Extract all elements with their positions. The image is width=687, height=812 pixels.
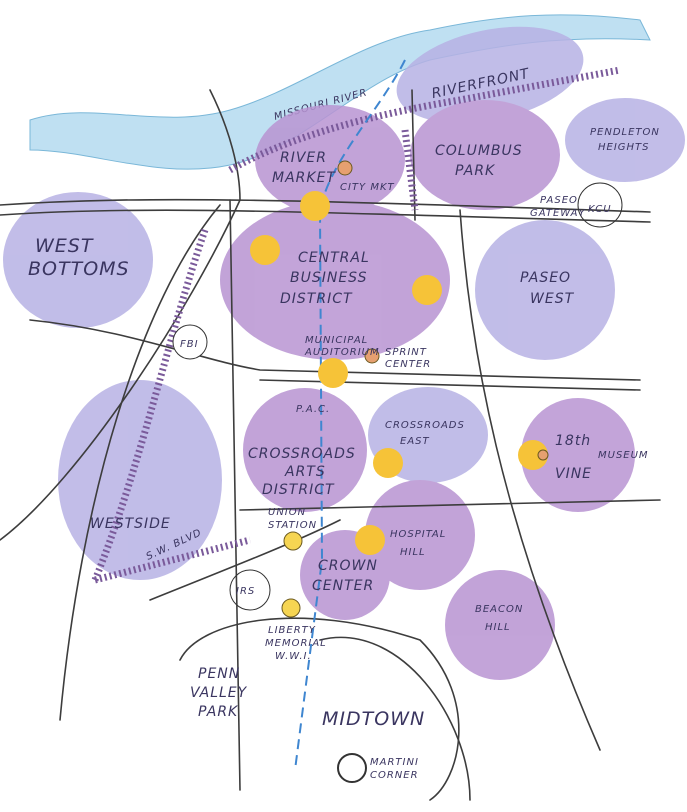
label-hospital-hill: HOSPITAL: [390, 529, 446, 540]
district-pendleton-heights: [565, 98, 685, 182]
node-marker: [318, 358, 348, 388]
label-liberty-memorial: LIBERTY: [268, 625, 316, 636]
star-icon: [537, 449, 549, 461]
label-crossroads-arts: CROSSROADS: [248, 446, 356, 462]
district-labels: RIVERFRONT RIVER MARKET COLUMBUS PARK PE…: [28, 66, 660, 730]
martini-corner-circle: [337, 753, 367, 783]
label-18th-vine: 18th: [555, 433, 591, 449]
label-midtown: MIDTOWN: [322, 708, 425, 730]
label-martini-corner-2: CORNER: [370, 770, 419, 781]
label-river-market-2: MARKET: [272, 170, 336, 186]
node-marker: [518, 440, 548, 470]
label-paseo-west-2: WEST: [530, 291, 575, 307]
district-river-market: [255, 105, 405, 215]
label-pac: P.A.C.: [296, 404, 330, 415]
label-fbi: FBI: [180, 339, 199, 350]
label-crown-center: CROWN: [318, 558, 378, 574]
star-icon: [337, 160, 353, 176]
node-marker: [300, 191, 330, 221]
label-west-bottoms-2: BOTTOMS: [28, 258, 130, 280]
label-beacon-hill: BEACON: [475, 604, 523, 615]
irs-circle: [229, 569, 271, 611]
node-marker: [412, 275, 442, 305]
label-crossroads-east-2: EAST: [400, 436, 430, 447]
label-martini-corner: MARTINI: [370, 757, 419, 768]
label-paseo-gateway-2: GATEWAY: [530, 208, 586, 219]
label-westside: WESTSIDE: [90, 516, 171, 532]
district-riverfront: [396, 26, 584, 124]
star-icon: [281, 598, 301, 618]
landmark-stars: [281, 160, 549, 618]
district-beacon-hill: [445, 570, 555, 680]
district-columbus-park: [410, 100, 560, 210]
label-municipal-auditorium-2: AUDITORIUM: [304, 347, 380, 358]
road-network: [0, 66, 661, 801]
node-marker: [355, 525, 385, 555]
label-museum: MUSEUM: [598, 450, 649, 461]
label-paseo-gateway: PASEO: [540, 195, 578, 206]
district-west-bottoms: [3, 192, 153, 328]
label-columbus-park: COLUMBUS: [435, 143, 523, 159]
label-penn-valley-park-2: VALLEY: [190, 685, 248, 701]
label-west-bottoms: WEST: [35, 235, 94, 257]
district-hospital-hill: [365, 480, 475, 590]
node-marker: [373, 448, 403, 478]
label-irs: IRS: [236, 586, 255, 597]
label-18th-vine-2: VINE: [555, 466, 592, 482]
label-pendleton-heights: PENDLETON: [590, 127, 660, 138]
label-cbd-3: DISTRICT: [280, 291, 353, 307]
label-kcu: KCU: [588, 204, 612, 215]
label-columbus-park-2: PARK: [455, 163, 496, 179]
district-crossroads-arts: [243, 388, 367, 512]
label-penn-valley-park: PENN: [198, 666, 240, 682]
label-municipal-auditorium: MUNICIPAL: [305, 335, 368, 346]
label-penn-valley-park-3: PARK: [198, 704, 239, 720]
landmark-labels: CITY MKT PASEO GATEWAY KCU FBI MUNICIPAL…: [145, 182, 649, 781]
missouri-river: [29, 14, 651, 170]
district-paseo-west: [475, 220, 615, 360]
star-icon: [364, 348, 380, 364]
label-crown-center-2: CENTER: [312, 578, 374, 594]
label-crossroads-east: CROSSROADS: [385, 420, 465, 431]
label-liberty-memorial-3: W.W.I.: [275, 651, 312, 662]
label-river-market: RIVER: [280, 150, 327, 166]
label-union-station-2: STATION: [268, 520, 317, 531]
label-sprint-center: SPRINT: [385, 347, 427, 358]
label-hospital-hill-2: HILL: [400, 547, 426, 558]
star-icon: [283, 531, 303, 551]
label-liberty-memorial-2: MEMORIAL: [265, 638, 327, 649]
label-cbd: CENTRAL: [298, 250, 370, 266]
fbi-circle: [172, 324, 208, 360]
label-pendleton-heights-2: HEIGHTS: [598, 142, 650, 153]
label-beacon-hill-2: HILL: [485, 622, 511, 633]
label-city-market: CITY MKT: [340, 182, 395, 193]
node-marker: [250, 235, 280, 265]
district-18th-vine: [521, 398, 635, 512]
district-westside: [58, 380, 222, 580]
label-paseo-west: PASEO: [520, 270, 571, 286]
district-cbd: [220, 200, 450, 360]
activity-nodes: [250, 191, 548, 555]
label-sprint-center-2: CENTER: [385, 359, 431, 370]
label-cbd-2: BUSINESS: [290, 270, 367, 286]
label-union-station: UNION: [268, 507, 306, 518]
kcu-circle: [577, 182, 623, 228]
streetcar-line: [294, 59, 406, 771]
label-crossroads-arts-3: DISTRICT: [262, 482, 335, 498]
label-crossroads-arts-2: ARTS: [284, 464, 326, 480]
